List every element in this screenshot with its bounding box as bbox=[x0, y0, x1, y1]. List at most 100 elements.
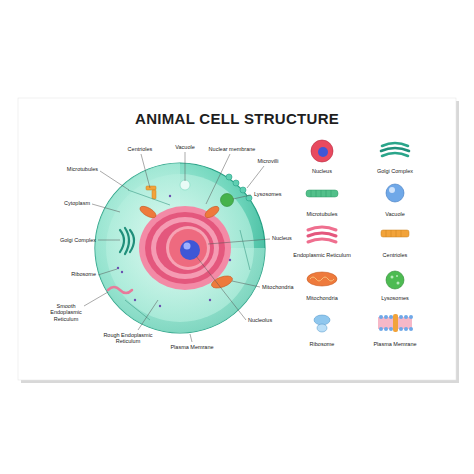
microtubule-lines bbox=[125, 300, 150, 320]
part-label: Ribosome bbox=[56, 271, 96, 277]
icon-label: Plasma Memrane bbox=[365, 341, 425, 347]
membrane-icon bbox=[399, 315, 403, 319]
membrane-icon bbox=[399, 327, 403, 331]
microtubule-lines bbox=[240, 230, 250, 270]
icon-label: Lysosomes bbox=[365, 295, 425, 301]
microtubule-lines bbox=[128, 190, 170, 205]
nucleus-shape bbox=[169, 229, 207, 267]
leader-lines bbox=[98, 240, 120, 241]
lysosome-icon bbox=[391, 276, 394, 279]
rough-er bbox=[145, 212, 225, 284]
membrane-icon bbox=[379, 315, 383, 319]
icon-label: Golgi Complex bbox=[365, 168, 425, 174]
ribosome-dots bbox=[117, 195, 231, 307]
cell-illustration bbox=[95, 163, 265, 333]
mitochondria-shapes bbox=[138, 204, 234, 290]
part-label: Mitochondria bbox=[262, 284, 307, 290]
part-label: Vacuole bbox=[168, 144, 202, 150]
er-icon bbox=[308, 227, 336, 242]
ribosome-dots bbox=[159, 305, 161, 307]
rough-er bbox=[156, 222, 214, 274]
part-label: Cytoplasm bbox=[50, 200, 90, 206]
part-label: Nuclear membrane bbox=[207, 146, 257, 152]
part-label: Microvilli bbox=[251, 158, 285, 164]
lysosome-icon bbox=[386, 271, 404, 289]
nucleus-icon bbox=[311, 140, 333, 162]
mitochondria-shapes bbox=[210, 274, 234, 291]
er-icon bbox=[308, 233, 336, 236]
leader-lines bbox=[84, 292, 108, 306]
golgi-icon bbox=[381, 143, 409, 156]
microvilli-bumps bbox=[233, 180, 239, 186]
leader-lines bbox=[98, 269, 117, 275]
er-icon bbox=[308, 227, 336, 230]
membrane-icon bbox=[389, 315, 393, 319]
golgi-icon bbox=[382, 143, 408, 146]
golgi-shape bbox=[125, 228, 129, 254]
part-label: Rough Endoplasmic Reticulum bbox=[100, 332, 156, 345]
mitochondria-icon bbox=[307, 272, 337, 286]
centrioles-icon bbox=[381, 230, 409, 237]
leader-lines bbox=[138, 300, 158, 330]
membrane-icon bbox=[404, 327, 408, 331]
lysosome-shape bbox=[221, 194, 234, 207]
leader-lines bbox=[208, 239, 270, 244]
poster-frame bbox=[18, 98, 456, 380]
ribosome-dots bbox=[169, 195, 171, 197]
nucleus-shape bbox=[184, 243, 191, 250]
mitochondria-icon bbox=[310, 277, 334, 281]
poster-frame bbox=[18, 98, 459, 383]
icon-label: Microtubules bbox=[292, 211, 352, 217]
ribosome-dots bbox=[121, 271, 123, 273]
icon-label: Endoplasmic Reticulum bbox=[286, 252, 358, 258]
mitochondria-shapes bbox=[138, 204, 158, 220]
vacuole-shape bbox=[180, 180, 190, 190]
microtubules-icon bbox=[306, 190, 338, 197]
leader-lines bbox=[100, 171, 129, 190]
leader-lines bbox=[206, 154, 230, 204]
membrane-icon bbox=[384, 315, 388, 319]
ribosome-dots bbox=[229, 259, 231, 261]
golgi-icon bbox=[381, 148, 409, 151]
golgi-shape bbox=[120, 228, 134, 254]
smooth-er-shape bbox=[108, 287, 132, 293]
rough-er bbox=[151, 217, 219, 279]
ribosome-icon bbox=[314, 315, 330, 332]
leader-lines bbox=[185, 152, 186, 181]
membrane-icon bbox=[378, 314, 413, 332]
leader-lines bbox=[247, 166, 264, 188]
icon-label: Centrioles bbox=[365, 252, 425, 258]
membrane-icon bbox=[379, 327, 383, 331]
cell-illustration bbox=[106, 174, 254, 322]
lysosome-icon bbox=[386, 271, 404, 289]
leader-lines bbox=[233, 195, 251, 199]
cell-illustration bbox=[95, 163, 265, 333]
membrane-icon bbox=[389, 327, 393, 331]
rough-er bbox=[139, 206, 231, 290]
membrane-icon bbox=[384, 327, 388, 331]
microtubule-lines bbox=[125, 190, 250, 320]
microvilli-bumps bbox=[240, 187, 246, 193]
ribosome-dots bbox=[134, 299, 136, 301]
microvilli-bumps bbox=[226, 174, 232, 180]
icon-label: Mitochondria bbox=[292, 295, 352, 301]
part-label: Lysosomes bbox=[254, 191, 294, 197]
part-label: Nucleolus bbox=[248, 317, 288, 323]
rough-er bbox=[139, 206, 231, 290]
golgi-shape bbox=[120, 230, 124, 252]
nucleus-icon bbox=[311, 140, 333, 162]
icon-label: Vacuole bbox=[365, 211, 425, 217]
vacuole-icon bbox=[386, 184, 404, 202]
er-icon bbox=[308, 239, 336, 242]
microtubules-icon bbox=[306, 190, 338, 197]
leader-lines bbox=[84, 152, 270, 342]
leader-lines bbox=[196, 256, 246, 320]
ribosome-dots bbox=[117, 267, 119, 269]
vacuole-icon bbox=[386, 184, 404, 202]
ribosome-icon bbox=[317, 324, 327, 332]
part-label: Nucleus bbox=[272, 235, 306, 241]
nucleus-shape bbox=[166, 226, 210, 270]
membrane-icon bbox=[379, 315, 413, 331]
leader-lines bbox=[141, 154, 150, 188]
ribosome-icon bbox=[314, 315, 330, 325]
